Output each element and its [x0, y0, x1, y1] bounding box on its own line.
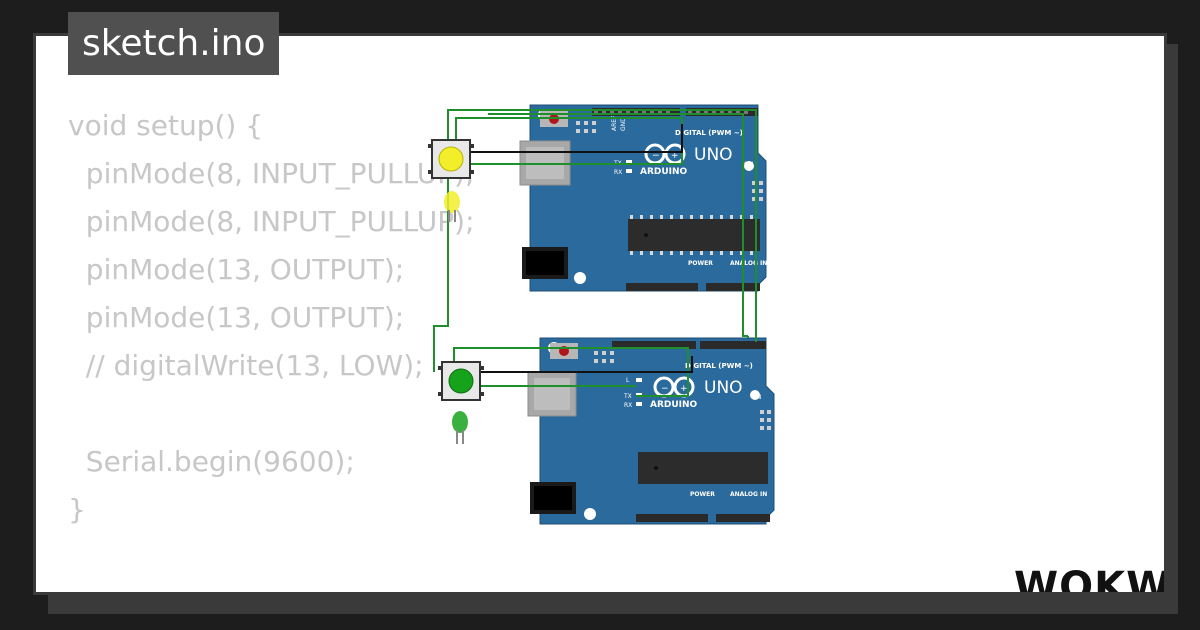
code-line: pinMode(13, OUTPUT);: [68, 253, 405, 286]
on-label-bottom: ON: [752, 394, 761, 401]
arduino-uno-bottom: DIGITAL (PWM ~) L − + UNO ARDUINO TX RX …: [527, 337, 775, 525]
code-line: Serial.begin(9600);: [68, 445, 355, 478]
svg-text:−: −: [661, 384, 669, 394]
arduino-label-top: ARDUINO: [640, 167, 688, 177]
code-line: // digitalWrite(13, LOW);: [68, 349, 424, 382]
svg-text:−: −: [652, 151, 660, 161]
code-line: }: [68, 493, 86, 526]
uno-label-bottom: UNO: [704, 378, 743, 398]
code-line: pinMode(13, OUTPUT);: [68, 301, 405, 334]
code-preview: void setup() { pinMode(8, INPUT_PULLUP);…: [68, 102, 475, 592]
file-tab: sketch.ino: [68, 12, 280, 75]
wire-black-top: [468, 124, 683, 153]
led-yellow: [444, 191, 460, 222]
l-label-bottom: L: [626, 377, 630, 384]
arduino-label-bottom: ARDUINO: [650, 400, 698, 410]
wire-green-top-3: [455, 117, 683, 165]
power-label-top: POWER: [688, 260, 713, 267]
code-line: void loop() {: [68, 582, 475, 592]
gnd-label-top: GND: [620, 117, 627, 131]
digital-label-bottom: DIGITAL (PWM ~): [685, 362, 753, 370]
aref-label-top: AREF: [611, 115, 618, 131]
code-line: void setup() {: [68, 109, 264, 142]
wire-green-top-1: [488, 113, 748, 337]
rx-label-top: RX: [614, 169, 622, 176]
led-green: [452, 411, 468, 444]
svg-text:+: +: [671, 151, 679, 161]
on-label-top: ON: [744, 161, 753, 168]
power-label-bottom: POWER: [690, 491, 715, 498]
wokwi-logo: WOKWi: [1014, 564, 1167, 595]
circuit-diagram: DIGITAL (PWM ~) AREF GND − + UNO ARDUINO…: [428, 104, 775, 525]
analog-label-bottom: ANALOG IN: [730, 491, 767, 498]
digital-label-top: DIGITAL (PWM ~): [675, 129, 743, 137]
analog-label-top: ANALOG IN: [730, 260, 767, 267]
preview-card: void setup() { pinMode(8, INPUT_PULLUP);…: [33, 33, 1167, 595]
wire-green-bottom-2: [453, 347, 689, 397]
code-line: pinMode(8, INPUT_PULLUP);: [68, 205, 475, 238]
tx-label-bottom: TX: [623, 393, 632, 400]
wire-green-top-2: [447, 109, 757, 342]
rx-label-bottom: RX: [624, 402, 632, 409]
pushbutton-yellow: [428, 139, 474, 179]
wires: [433, 109, 757, 397]
pushbutton-green: [438, 361, 484, 401]
wire-green-bottom-1: [433, 166, 449, 372]
arduino-uno-top: DIGITAL (PWM ~) AREF GND − + UNO ARDUINO…: [519, 104, 767, 292]
brand-name: WOKWi: [1014, 564, 1167, 595]
uno-label-top: UNO: [694, 145, 733, 165]
wire-black-bottom: [476, 356, 693, 373]
svg-text:+: +: [680, 384, 688, 394]
